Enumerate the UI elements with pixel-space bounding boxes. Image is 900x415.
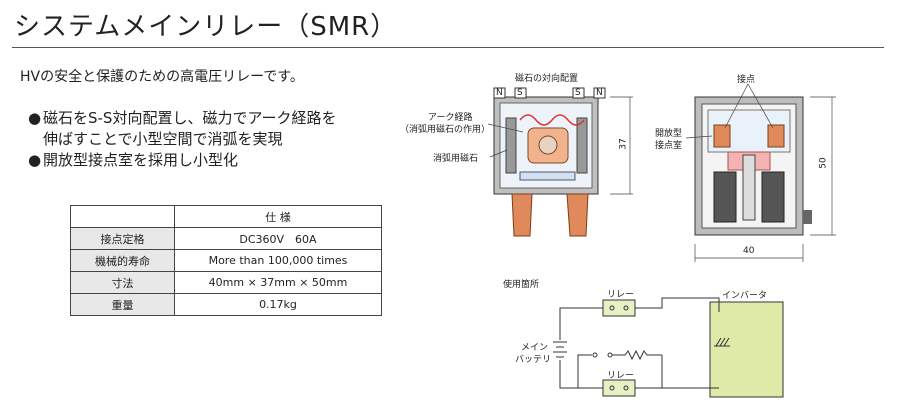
battery-icon — [553, 341, 567, 358]
pole-n-right — [593, 87, 606, 99]
intro-text: HVの安全と保護のための高電圧リレーです。 — [20, 69, 304, 85]
pole-s-right — [572, 87, 585, 99]
leader-line — [489, 149, 508, 158]
relay-bottom-label: リレー — [607, 371, 635, 381]
table-row: 接点定格 DC360V 60A — [70, 227, 382, 250]
terminal-right — [566, 193, 589, 237]
pole-label: S — [575, 88, 581, 98]
leader-line — [747, 83, 774, 129]
table-row: 寸法 40mm × 37mm × 50mm — [70, 271, 382, 294]
leader-line — [685, 135, 713, 139]
relay-bottom-icon — [602, 379, 636, 397]
relay-cross-section-right — [685, 83, 836, 262]
feature-list: ● 磁石をS-S対向配置し、磁力でアーク経路を 伸ばすことで小型空間で消弧を実現… — [28, 108, 337, 171]
wire-top-right — [635, 297, 720, 312]
open-chamber-label: 開放型 — [655, 129, 683, 139]
contact-left — [713, 124, 731, 148]
plunger — [742, 154, 756, 221]
spec-header-row: 仕 様 — [70, 205, 382, 228]
connector — [803, 210, 812, 224]
relay-contact — [609, 385, 615, 391]
relay-contact — [623, 305, 629, 311]
feature-item: ● 磁石をS-S対向配置し、磁力でアーク経路を — [28, 108, 337, 129]
spec-key: 寸法 — [70, 271, 175, 294]
spec-value: 0.17kg — [174, 293, 382, 316]
relay-top-label: リレー — [607, 290, 635, 300]
table-row: 重量 0.17kg — [70, 293, 382, 316]
magnet-arrangement-caption: 磁石の対向配置 — [515, 74, 579, 84]
circuit-diagram — [553, 297, 784, 398]
arc-path-label: アーク経路 — [428, 113, 473, 123]
magnet-right — [576, 117, 588, 174]
relay-contact — [609, 305, 615, 311]
open-chamber-label: 接点室 — [655, 141, 683, 151]
terminal-left — [511, 193, 533, 237]
spec-key: 接点定格 — [70, 227, 175, 250]
leader-line — [487, 123, 524, 133]
width-dimension-label: 40 — [743, 246, 755, 256]
precharge-contact — [592, 352, 598, 358]
height-dimension-label: 37 — [618, 138, 629, 150]
battery-label: メイン — [521, 343, 549, 353]
wire-precharge-left — [577, 354, 592, 388]
feature-text: 開放型接点室を採用し小型化 — [43, 151, 239, 169]
pole-label: S — [517, 88, 523, 98]
contact-right — [767, 124, 785, 148]
resistor-icon — [612, 349, 662, 361]
inverter-box — [709, 301, 784, 398]
bullet-icon: ● — [28, 151, 42, 169]
magnet-left — [505, 117, 517, 174]
feature-text: 磁石をS-S対向配置し、磁力でアーク経路を — [43, 109, 337, 127]
spec-key: 重量 — [70, 293, 175, 316]
relay-cross-section-left — [487, 87, 633, 237]
wire-top-left — [559, 307, 603, 340]
contact-label: 接点 — [737, 75, 756, 85]
inverter-label: インバータ — [722, 291, 768, 301]
coil-right — [761, 171, 785, 223]
pole-s-left — [514, 87, 527, 99]
page-title: システムメインリレー（SMR） — [14, 12, 398, 42]
spec-header: 仕 様 — [174, 205, 382, 228]
pole-n-left — [493, 87, 506, 99]
leader-line — [724, 83, 749, 129]
base-plate — [519, 171, 576, 181]
bullet-icon: ● — [28, 109, 42, 127]
contact-center — [538, 135, 558, 155]
spec-value: More than 100,000 times — [174, 249, 382, 272]
relay-top-icon — [602, 299, 636, 317]
usage-location-caption: 使用箇所 — [503, 280, 540, 290]
spec-table: 仕 様 接点定格 DC360V 60A 機械的寿命 More than 100,… — [70, 205, 382, 316]
pole-label: N — [596, 88, 603, 98]
spec-header-blank — [70, 205, 175, 228]
arc-path-sublabel: （消弧用磁石の作用） — [400, 125, 491, 135]
wire-bottom-left — [559, 360, 603, 389]
title-divider — [12, 47, 884, 48]
magnet-label: 消弧用磁石 — [433, 154, 479, 164]
capacitor-icon — [714, 337, 730, 347]
battery-label: バッテリ — [515, 355, 552, 365]
relay-contact — [623, 385, 629, 391]
arc-path-right — [551, 114, 585, 126]
feature-text-continued: 伸ばすことで小型空間で消弧を実現 — [43, 130, 283, 148]
height-dimension-label: 50 — [818, 157, 829, 169]
arc-path-left — [519, 114, 553, 126]
coil-left — [713, 171, 737, 223]
precharge-contact — [607, 352, 613, 358]
pole-label: N — [496, 88, 503, 98]
feature-item: ● 開放型接点室を採用し小型化 — [28, 150, 337, 171]
